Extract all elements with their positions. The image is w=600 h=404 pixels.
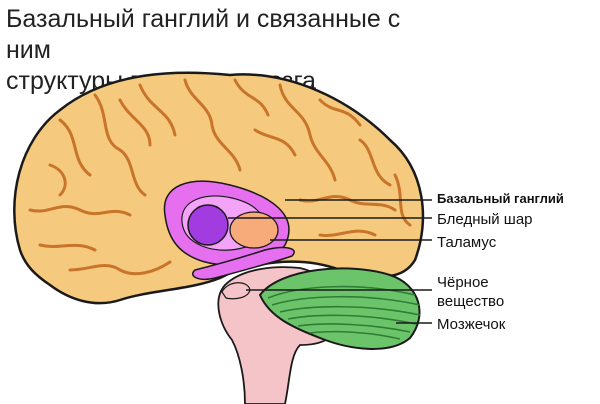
leader-lines xyxy=(228,199,432,324)
cerebellum-folia xyxy=(267,285,421,340)
thalamus-shape xyxy=(229,211,279,249)
caudate-tail xyxy=(192,246,295,281)
globus-pallidus-shape xyxy=(187,204,229,246)
title-line-1: Базальный ганглий и связанные с ним xyxy=(6,5,401,64)
label-substantia-nigra-2: вещество xyxy=(437,293,504,310)
label-thalamus: Таламус xyxy=(437,234,497,251)
cortex-sulci xyxy=(28,78,412,276)
label-substantia-nigra-1: Чёрное xyxy=(437,274,489,291)
label-globus-pallidus: Бледный шар xyxy=(437,211,533,228)
label-cerebellum: Мозжечок xyxy=(437,316,506,333)
label-basal-ganglia: Базальный ганглий xyxy=(437,191,564,206)
